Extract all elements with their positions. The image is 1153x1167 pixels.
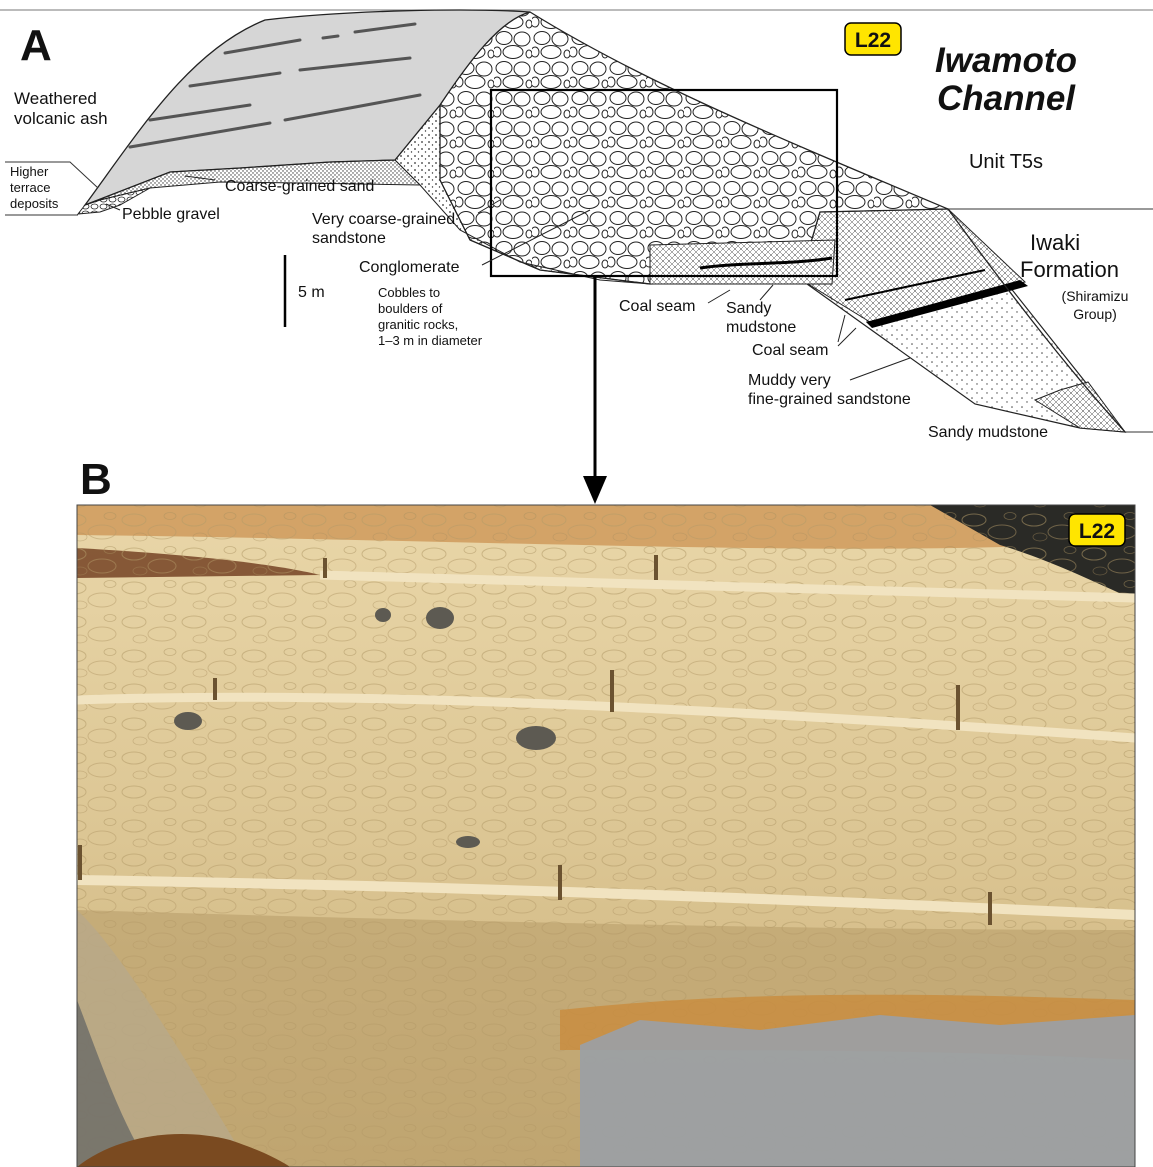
muddy-label-2: fine-grained sandstone xyxy=(748,391,911,408)
sandy-mudstone-label-1: Sandy xyxy=(726,300,771,317)
shiramizu-label-1: (Shiramizu xyxy=(1062,288,1129,304)
outcrop-photo xyxy=(77,505,1135,1167)
badge-a: L22 xyxy=(845,23,901,55)
photo-grey-rock xyxy=(580,1015,1135,1167)
arrow-head xyxy=(583,476,607,504)
sandy-mudstone-bottom-label: Sandy mudstone xyxy=(928,424,1048,441)
shiramizu-label-2: Group) xyxy=(1073,306,1117,322)
badge-a-text: L22 xyxy=(855,29,891,52)
coal-seam-label-1: Coal seam xyxy=(619,298,695,315)
muddy-label-1: Muddy very xyxy=(748,372,831,389)
pebble-gravel-label: Pebble gravel xyxy=(122,206,220,223)
weathered-label-2: volcanic ash xyxy=(14,109,108,128)
iwaki-label-2: Formation xyxy=(1020,257,1119,282)
cobbles-label-1: Cobbles to xyxy=(378,285,440,300)
coal-seam-label-2: Coal seam xyxy=(752,342,828,359)
coarse-sand-label: Coarse-grained sand xyxy=(225,178,374,195)
iwaki-label-1: Iwaki xyxy=(1030,230,1080,255)
title-line-2: Channel xyxy=(937,79,1076,118)
cobbles-label-3: granitic rocks, xyxy=(378,317,458,332)
title-line-1: Iwamoto xyxy=(935,41,1077,80)
vcs-label-1: Very coarse-grained xyxy=(312,211,455,228)
conglomerate-label: Conglomerate xyxy=(359,259,460,276)
higher-terrace-label-2: terrace xyxy=(10,180,50,195)
higher-terrace-label-1: Higher xyxy=(10,164,49,179)
panel-a-letter: A xyxy=(20,21,52,70)
higher-terrace-label-3: deposits xyxy=(10,196,59,211)
cobbles-label-4: 1–3 m in diameter xyxy=(378,333,483,348)
panel-b-letter: B xyxy=(80,455,112,504)
unit-label: Unit T5s xyxy=(969,151,1043,173)
cobbles-label-2: boulders of xyxy=(378,301,443,316)
sandy-mudstone-label-2: mudstone xyxy=(726,319,796,336)
weathered-label-1: Weathered xyxy=(14,89,97,108)
vcs-label-2: sandstone xyxy=(312,230,386,247)
scale-label: 5 m xyxy=(298,284,325,301)
badge-b: L22 xyxy=(1069,514,1125,546)
badge-b-text: L22 xyxy=(1079,520,1115,543)
